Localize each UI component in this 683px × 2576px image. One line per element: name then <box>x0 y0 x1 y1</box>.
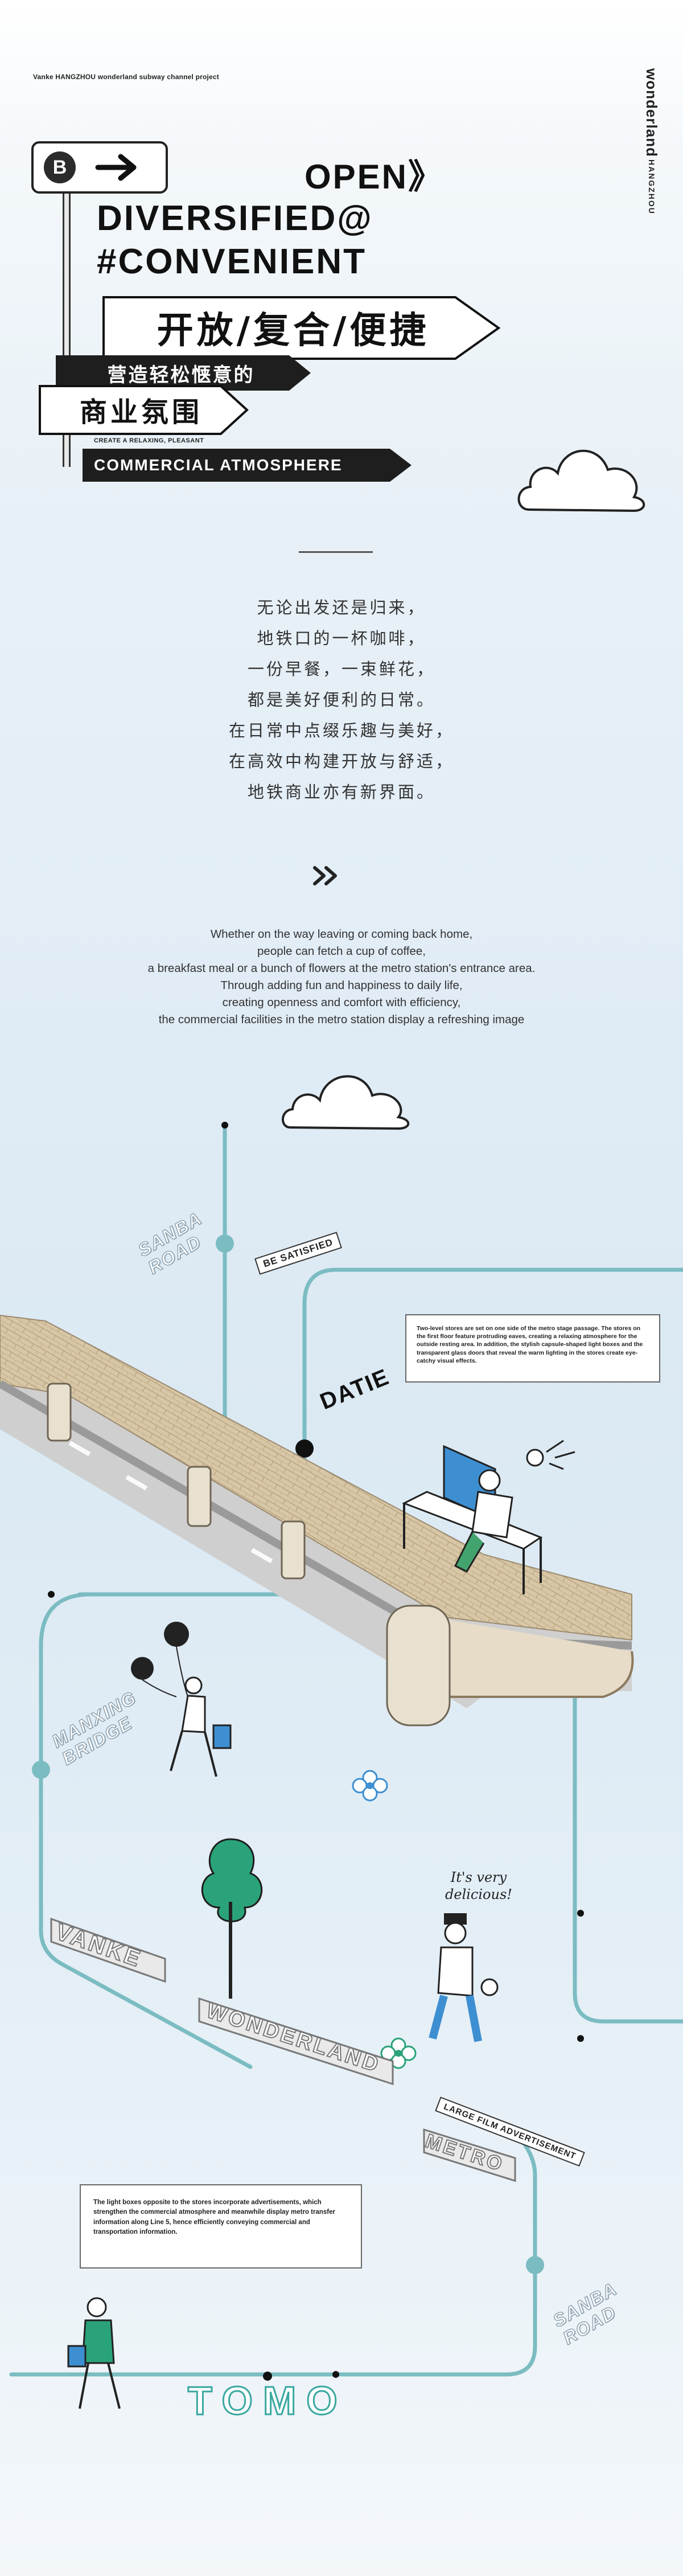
brand-vertical: wonderland HANGZHOU <box>643 68 660 215</box>
tree-icon <box>201 1838 263 1999</box>
flower-icon <box>352 1770 388 1802</box>
poem-line: 在高效中构建开放与舒适， <box>228 752 454 771</box>
walking-person-balloon <box>131 1622 232 1777</box>
banner-cn-open: 开放/复合/便捷 <box>102 296 501 363</box>
banner-cn-commercial-text: 商业氛围 <box>79 396 203 428</box>
info-box-stores: Two-level stores are set on one side of … <box>405 1314 660 1383</box>
banner-black-relax-text: 营造轻松惬意的 <box>107 363 255 387</box>
project-label: Vanke HANGZHOU wonderland subway channel… <box>33 73 219 81</box>
banner-cn-commercial: 商业氛围 <box>39 385 249 438</box>
double-chevron-right-icon <box>313 866 337 885</box>
cloud-icon <box>517 449 645 512</box>
tomo-letters: TOMO <box>187 2378 348 2424</box>
brand-main: wonderland <box>643 68 660 157</box>
letters-vanke-sign <box>50 1917 166 1983</box>
letters-metro-sign <box>423 2128 516 2183</box>
poem-line: 在日常中点缀乐趣与美好， <box>228 721 454 740</box>
title-convenient: #CONVENIENT <box>97 242 367 281</box>
info-box-lightboxes: The light boxes opposite to the stores i… <box>80 2184 362 2269</box>
poem-line: 一份早餐，一束鲜花， <box>247 659 435 679</box>
para-line: Through adding fun and happiness to dail… <box>220 979 463 992</box>
para-line: creating openness and comfort with effic… <box>222 996 461 1009</box>
banner-black-atmosphere-text: COMMERCIAL ATMOSPHERE <box>94 456 343 474</box>
para-line: the commercial facilities in the metro s… <box>158 1013 525 1026</box>
para-line: a breakfast meal or a bunch of flowers a… <box>147 962 536 975</box>
banner-cn-open-text: 开放/复合/便捷 <box>157 310 430 352</box>
divider-line <box>299 551 373 553</box>
poem-line: 都是美好便利的日常。 <box>247 690 435 709</box>
bench-person-illustration <box>402 1439 575 1594</box>
letters-wonderland-sign <box>198 1997 394 2086</box>
banner-black-relax: 营造轻松惬意的 <box>56 355 312 393</box>
para-line: people can fetch a cup of coffee, <box>257 945 426 958</box>
arrow-right-icon <box>95 154 137 181</box>
line-b-badge: B <box>44 151 76 183</box>
subtitle-small: CREATE A RELAXING, PLEASANT <box>94 437 204 444</box>
poem-line: 地铁商业亦有新界面。 <box>247 782 435 802</box>
para-line: Whether on the way leaving or coming bac… <box>210 928 473 941</box>
person-flowers-illustration <box>67 2297 121 2409</box>
poem-line: 无论出发还是归来， <box>257 598 426 617</box>
cloud-icon <box>282 1075 410 1130</box>
chef-person-illustration <box>429 1913 499 2042</box>
poem-cn: 无论出发还是归来， 地铁口的一杯咖啡， 一份早餐，一束鲜花， 都是美好便利的日常… <box>0 592 683 807</box>
title-open: OPEN》 <box>304 158 444 196</box>
paragraph-en: Whether on the way leaving or coming bac… <box>0 926 683 1028</box>
flower-icon <box>380 2037 417 2069</box>
poem-line: 地铁口的一杯咖啡， <box>257 629 426 648</box>
title-diversified: DIVERSIFIED@ <box>97 199 373 238</box>
brand-sub: HANGZHOU <box>647 159 656 215</box>
metro-sign: B <box>31 141 168 194</box>
speech-text: It's very delicious! <box>445 1869 512 1902</box>
